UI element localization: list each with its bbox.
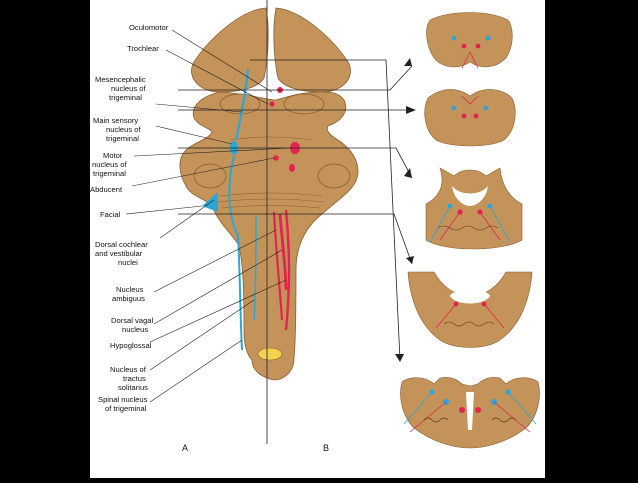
label-tractus-solitarius: Nucleus of tractus solitarius bbox=[110, 365, 148, 392]
label-dorsal-cochlear: Dorsal cochlear and vestibular nuclei bbox=[95, 240, 150, 267]
dorsal-vagal-nucleus bbox=[278, 213, 288, 291]
section-pons bbox=[425, 167, 523, 250]
mesencephalic-nucleus bbox=[234, 69, 250, 141]
left-cerebral-lobe bbox=[191, 7, 269, 93]
left-inferior-colliculus bbox=[219, 93, 261, 115]
label-motor: Motor nucleus of trigeminal bbox=[92, 151, 129, 178]
left-cerebellar-peduncle bbox=[193, 163, 227, 189]
brainstem-diagram: Oculomotor Trochlear Mesencephalic nucle… bbox=[90, 0, 540, 453]
label-leader-lines bbox=[125, 29, 291, 403]
trochlear-nucleus bbox=[269, 101, 275, 107]
label-facial: Facial bbox=[100, 210, 121, 219]
label-spinal-nucleus: Spinal nucleus of trigeminal bbox=[98, 395, 150, 413]
vestibular-nuclei bbox=[202, 192, 218, 212]
facial-nucleus bbox=[289, 164, 295, 172]
hypoglossal-nucleus bbox=[284, 209, 291, 331]
label-abducent: Abducent bbox=[90, 185, 123, 194]
abducent-nucleus bbox=[273, 155, 279, 161]
gracile-tubercle bbox=[257, 347, 283, 361]
label-oculomotor: Oculomotor bbox=[129, 23, 169, 32]
section-midbrain-upper bbox=[426, 12, 513, 69]
right-cerebellar-peduncle bbox=[317, 163, 351, 189]
right-inferior-colliculus bbox=[283, 93, 325, 115]
figure-panel: Oculomotor Trochlear Mesencephalic nucle… bbox=[90, 0, 545, 478]
section-midbrain-lower bbox=[424, 89, 516, 147]
brainstem-body bbox=[179, 91, 359, 381]
section-upper-medulla bbox=[407, 271, 533, 348]
label-dorsal-vagal: Dorsal vagal nucleus bbox=[111, 316, 155, 334]
label-mesencephalic: Mesencephalic nucleus of trigeminal bbox=[95, 75, 148, 102]
nucleus-ambiguus bbox=[272, 211, 284, 321]
panel-label-b: B bbox=[323, 443, 329, 453]
right-cerebral-lobe bbox=[273, 7, 351, 93]
panel-label-a: A bbox=[182, 443, 188, 453]
tractus-solitarius bbox=[253, 215, 257, 321]
label-main-sensory: Main sensory nucleus of trigeminal bbox=[93, 116, 143, 143]
label-trochlear: Trochlear bbox=[127, 44, 159, 53]
label-hypoglossal: Hypoglossal bbox=[110, 341, 152, 350]
brainstem-dorsal-view bbox=[179, 7, 359, 381]
spinal-trigeminal-nucleus bbox=[228, 155, 243, 351]
label-nucleus-ambiguus: Nucleus ambiguus bbox=[112, 285, 146, 303]
section-lower-medulla bbox=[400, 376, 540, 449]
